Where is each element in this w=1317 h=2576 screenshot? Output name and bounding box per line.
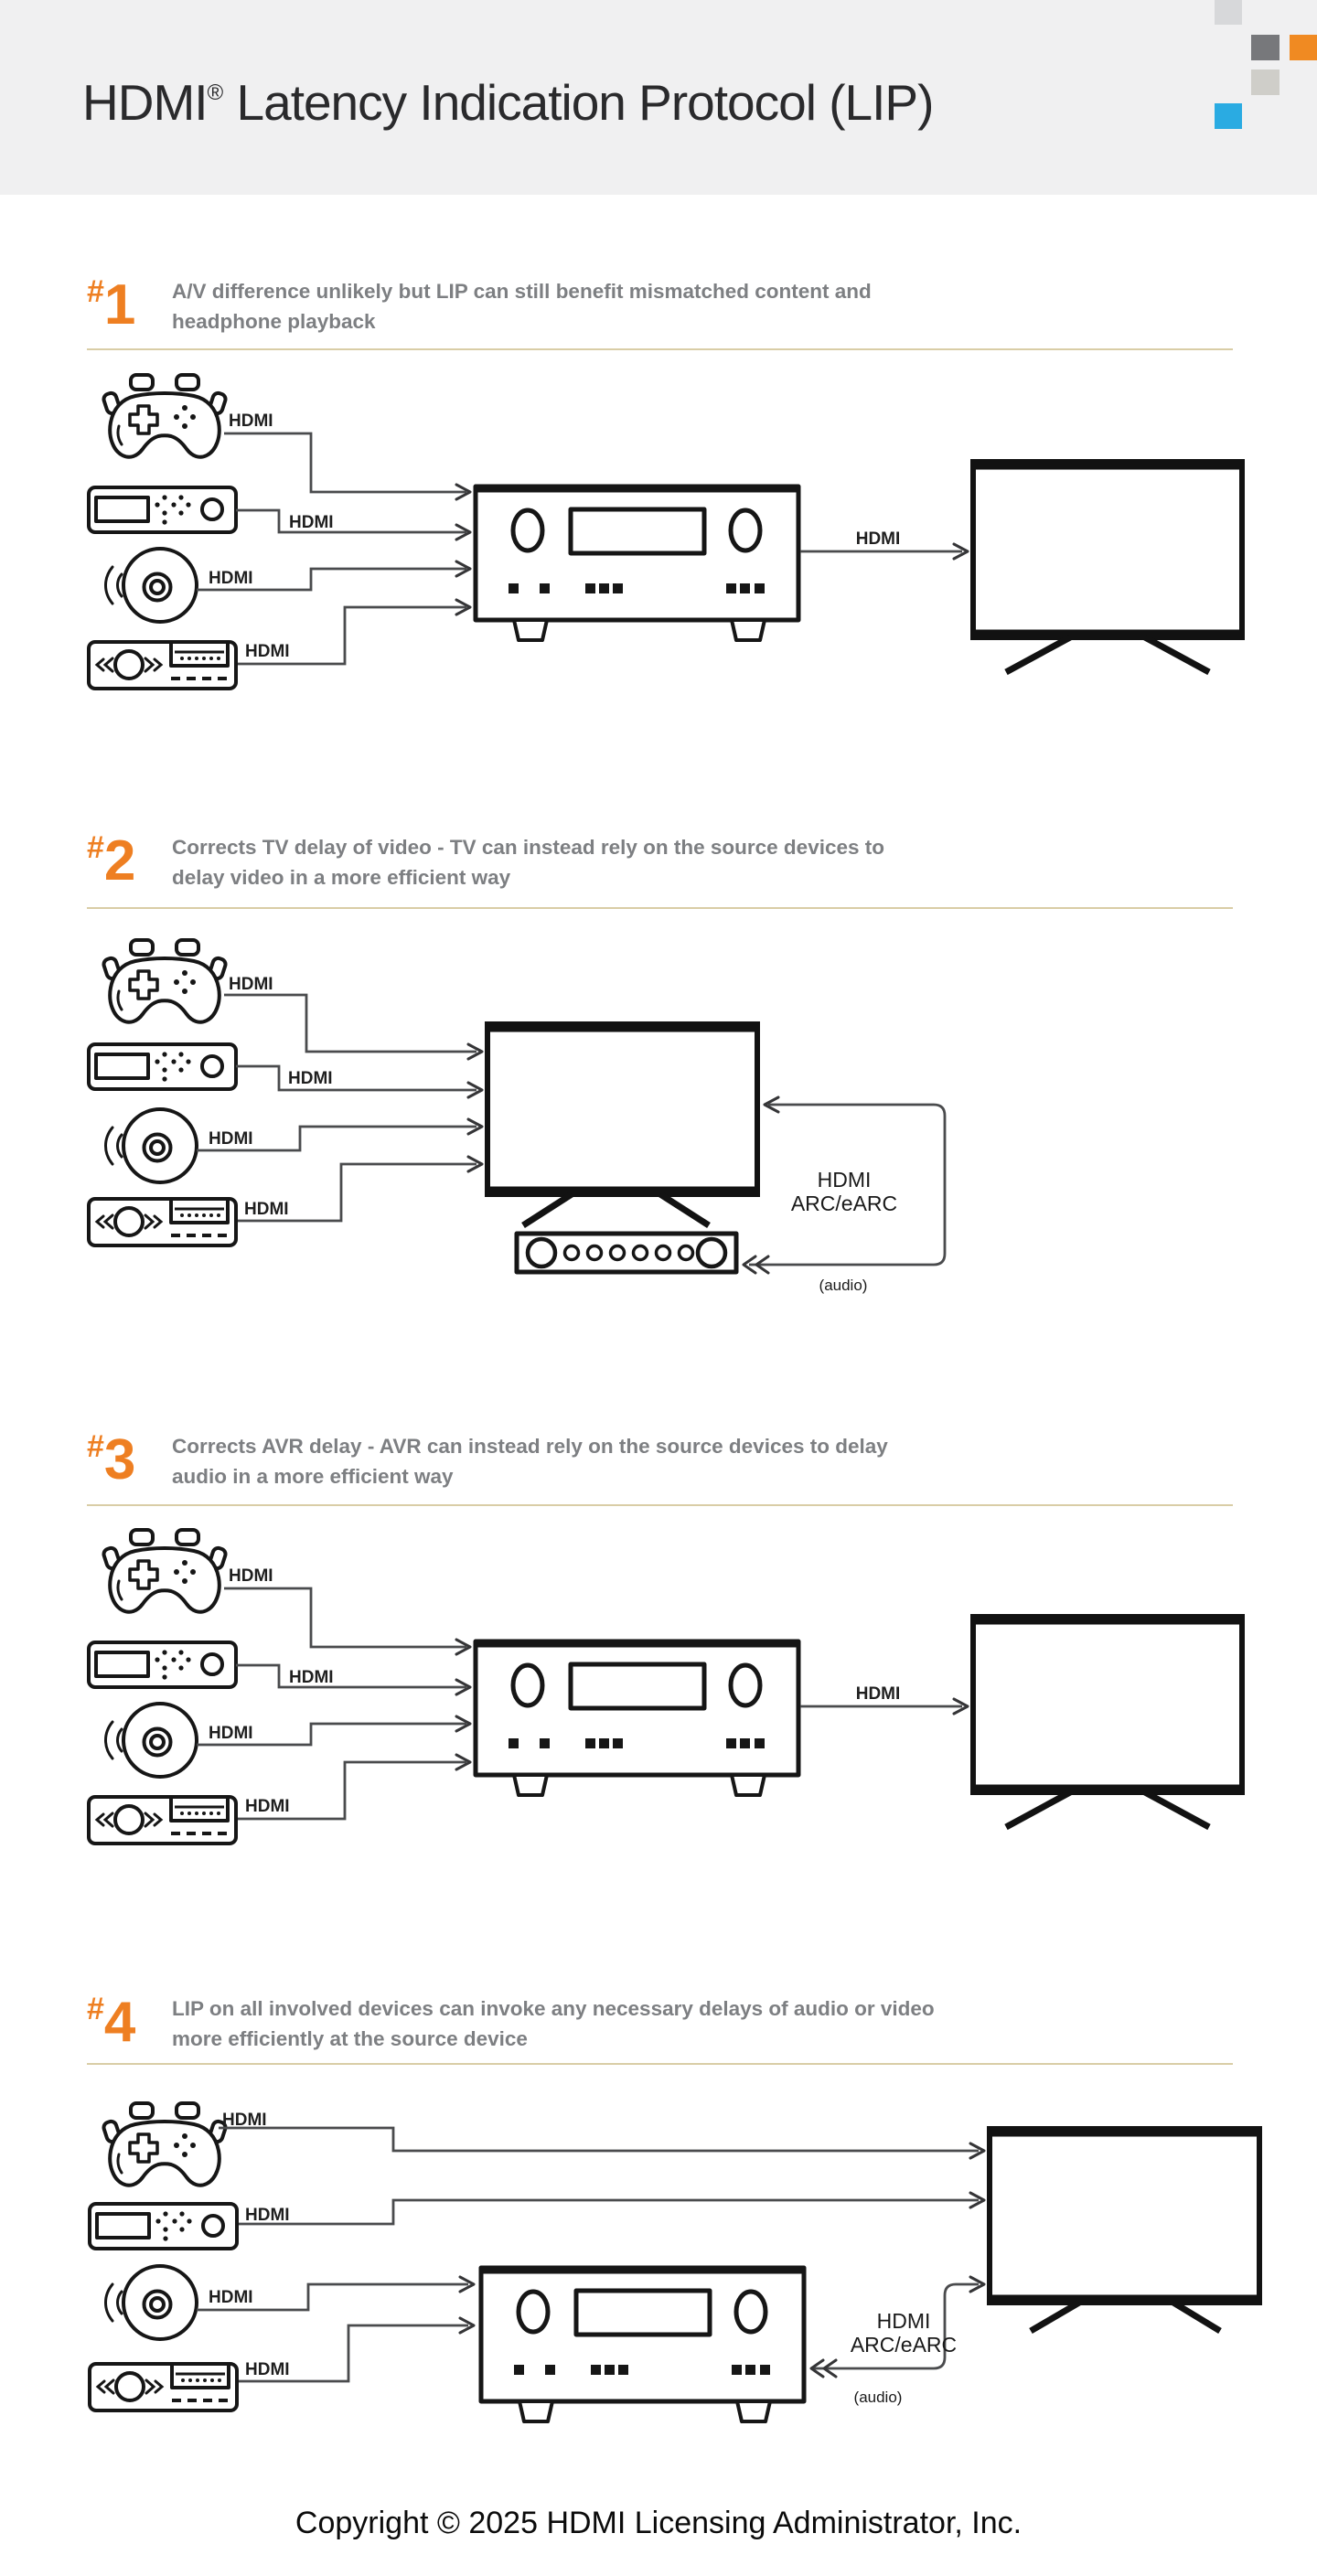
tv-icon	[485, 1021, 760, 1228]
hdmi-wire-speaker	[238, 605, 466, 666]
set-top-box-icon	[88, 2202, 239, 2250]
hdmi-wire-settop	[239, 2198, 979, 2226]
hdmi-arc-label-line2: ARC/eARC	[851, 2333, 957, 2357]
mosaic-square-beige	[1251, 69, 1280, 95]
avr-icon	[480, 2268, 805, 2421]
section-1-divider	[87, 348, 1233, 350]
streaming-player-icon	[103, 1107, 198, 1184]
tv-icon	[970, 459, 1245, 676]
hdmi-label: HDMI	[245, 1797, 290, 1816]
hdmi-label: HDMI	[209, 2288, 253, 2307]
hdmi-label: HDMI	[245, 2360, 290, 2379]
section-2-divider	[87, 907, 1233, 909]
mosaic-square-lightgray	[1215, 0, 1242, 25]
audio-label: (audio)	[819, 1277, 868, 1294]
game-controller-icon	[100, 1528, 230, 1614]
page-title: HDMI® Latency Indication Protocol (LIP)	[82, 74, 934, 131]
hdmi-wire-player	[197, 567, 466, 592]
speaker-device-icon	[88, 2362, 239, 2412]
hdmi-label: HDMI	[222, 2111, 267, 2130]
hdmi-arc-label-line1: HDMI	[877, 2309, 931, 2333]
hdmi-wire-controller	[219, 2126, 979, 2153]
hdmi-wire-settop	[236, 1663, 466, 1689]
section-4-number: #4	[87, 1991, 136, 2054]
section-4-diagram: HDMI HDMI HDMI HDMI HDMI ARC/eARC (audio…	[88, 2101, 1262, 2432]
arc-wire	[811, 2282, 979, 2370]
hdmi-label: HDMI	[229, 1566, 273, 1586]
hdmi-wire-player	[197, 2282, 468, 2312]
section-3-divider	[87, 1504, 1233, 1506]
hdmi-label: HDMI	[288, 1069, 333, 1088]
soundbar-icon	[517, 1234, 736, 1272]
section-3-heading: Corrects AVR delay - AVR can instead rel…	[172, 1435, 888, 1488]
hdmi-label: HDMI	[245, 642, 290, 661]
hdmi-label: HDMI	[209, 1129, 253, 1149]
game-controller-icon	[100, 373, 230, 459]
set-top-box-icon	[87, 1042, 238, 1091]
streaming-player-icon	[103, 1702, 198, 1779]
section-2-heading: Corrects TV delay of video - TV can inst…	[172, 836, 884, 889]
hdmi-label: HDMI	[245, 2206, 290, 2225]
hdmi-label: HDMI	[289, 513, 334, 532]
section-3-diagram: HDMI HDMI HDMI HDMI HDMI	[87, 1528, 1245, 1845]
hdmi-label: HDMI	[856, 1684, 901, 1704]
section-2-number: #2	[87, 829, 136, 893]
section-3-number: #3	[87, 1428, 136, 1491]
hdmi-arc-label-line2: ARC/eARC	[791, 1192, 897, 1215]
avr-icon	[475, 486, 799, 640]
copyright-text: Copyright © 2025 HDMI Licensing Administ…	[294, 2506, 1023, 2540]
hdmi-label: HDMI	[229, 975, 273, 994]
hdmi-label: HDMI	[229, 412, 273, 431]
hdmi-arc-label-line1: HDMI	[818, 1168, 872, 1192]
mosaic-square-blue	[1215, 103, 1242, 129]
hdmi-wire-player	[197, 1722, 466, 1747]
hdmi-wire-speaker	[238, 1760, 466, 1821]
speaker-device-icon	[87, 640, 238, 690]
hdmi-label: HDMI	[209, 569, 253, 588]
avr-icon	[475, 1641, 799, 1795]
hdmi-wire-speaker	[239, 2324, 468, 2383]
tv-icon	[970, 1614, 1245, 1831]
registered-mark: ®	[207, 80, 224, 105]
game-controller-icon	[100, 2101, 230, 2187]
section-1-number: #1	[87, 273, 136, 337]
hdmi-label: HDMI	[289, 1668, 334, 1687]
hdmi-wire-controller	[224, 432, 466, 494]
section-1-heading: A/V difference unlikely but LIP can stil…	[172, 280, 872, 333]
hdmi-wire-controller	[224, 1587, 466, 1649]
hdmi-wire-player	[197, 1125, 476, 1152]
mosaic-square-orange	[1290, 35, 1317, 60]
mosaic-square-darkgray	[1251, 35, 1280, 60]
hdmi-label: HDMI	[856, 529, 901, 549]
hdmi-wire-speaker	[238, 1162, 476, 1223]
audio-label: (audio)	[854, 2389, 903, 2406]
set-top-box-icon	[87, 486, 238, 534]
speaker-device-icon	[87, 1197, 238, 1247]
section-4-divider	[87, 2063, 1233, 2065]
hdmi-wire-settop	[236, 1064, 476, 1092]
hdmi-label: HDMI	[244, 1200, 289, 1219]
streaming-player-icon	[103, 2264, 198, 2341]
header-band: HDMI® Latency Indication Protocol (LIP)	[0, 0, 1317, 195]
section-1-diagram: HDMI HDMI HDMI HDMI HDMI	[87, 373, 1245, 690]
section-2-diagram: HDMI HDMI HDMI HDMI HDMI ARC/eARC (audio…	[87, 938, 947, 1294]
hdmi-label: HDMI	[209, 1724, 253, 1743]
speaker-device-icon	[87, 1795, 238, 1845]
hdmi-wire-settop	[236, 508, 466, 534]
hdmi-wire-controller	[224, 993, 476, 1053]
game-controller-icon	[100, 938, 230, 1024]
set-top-box-icon	[87, 1641, 238, 1689]
arc-wire	[749, 1103, 947, 1267]
section-4-heading: LIP on all involved devices can invoke a…	[172, 1997, 935, 2050]
tv-icon	[987, 2126, 1262, 2335]
streaming-player-icon	[103, 547, 198, 624]
